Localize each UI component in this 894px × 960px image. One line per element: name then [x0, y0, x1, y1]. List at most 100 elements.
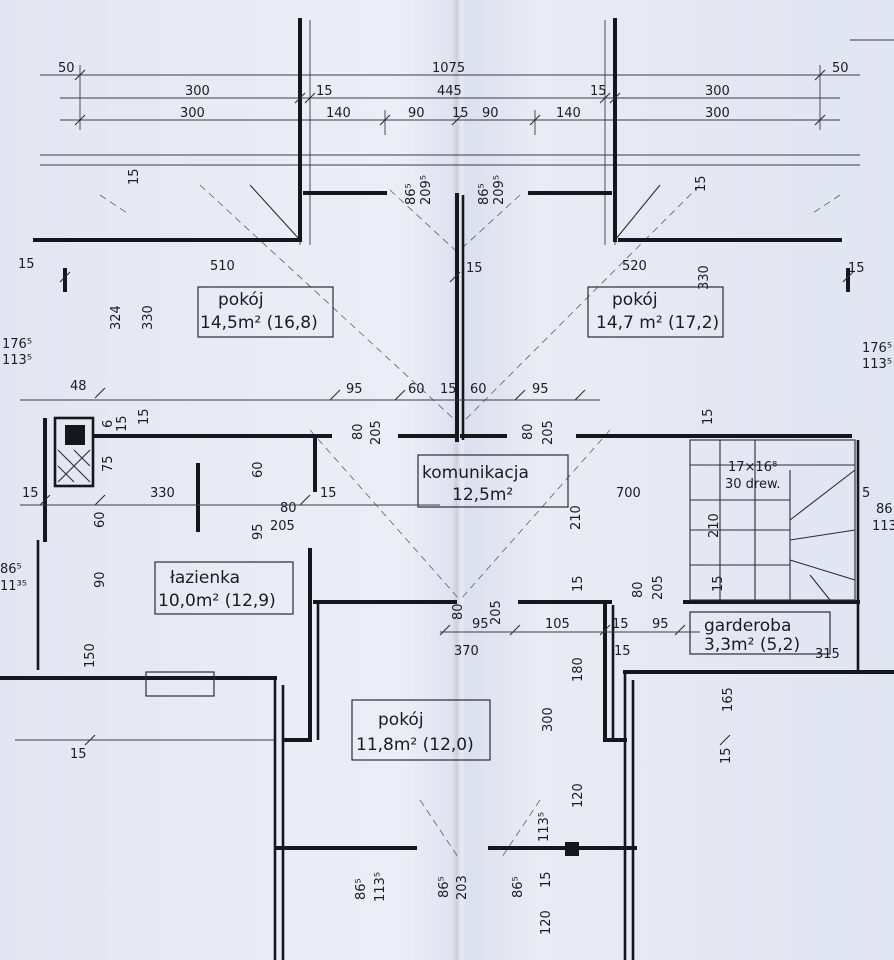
dimension: 6	[101, 420, 116, 428]
dimension: 105	[545, 617, 570, 632]
stairs-label: 17×16⁸	[728, 460, 777, 475]
dimension: 80	[631, 581, 646, 598]
dimension: 15	[539, 871, 554, 888]
dimension: 86⁵	[511, 876, 526, 898]
dimension: 210	[569, 505, 584, 530]
dimension: 60	[93, 511, 108, 528]
dimension: 95	[346, 382, 363, 397]
dimension: 113⁵	[537, 812, 552, 842]
dimension: 15	[694, 175, 709, 192]
room-area: 10,0m² (12,9)	[158, 591, 276, 611]
room-name: pokój	[612, 290, 658, 310]
dimension: 210	[707, 513, 722, 538]
dimension: 140	[326, 106, 351, 121]
dimension: 95	[251, 523, 266, 540]
room-area: 3,3m² (5,2)	[704, 635, 800, 655]
dimension: 75	[101, 455, 116, 472]
dimension: 90	[482, 106, 499, 121]
dimension: 120	[539, 910, 554, 935]
dimension: 15	[466, 261, 483, 276]
dimension: 60	[251, 461, 266, 478]
room-name: komunikacja	[422, 463, 529, 483]
dimension: 60	[408, 382, 425, 397]
dimension: 86⁵	[437, 876, 452, 898]
dimension: 86⁵	[0, 562, 22, 577]
dimension: 15	[320, 486, 337, 501]
dimension: 80	[280, 501, 297, 516]
room-area: 12,5m²	[452, 485, 513, 505]
dimension: 50	[832, 61, 849, 76]
dimension: 330	[141, 305, 156, 330]
dimension: 15	[571, 575, 586, 592]
dimension: 113⁵	[373, 872, 388, 902]
room-name: garderoba	[704, 616, 791, 636]
dimension: 15	[614, 644, 631, 659]
dimension: 165	[721, 687, 736, 712]
dimension: 95	[472, 617, 489, 632]
staircase	[689, 439, 856, 601]
dimension: 60	[470, 382, 487, 397]
dimension: 330	[697, 265, 712, 290]
dimension: 113⁵	[2, 353, 32, 368]
dimension: 113⁵	[862, 357, 892, 372]
dimension: 15	[22, 486, 39, 501]
dimension: 80	[521, 423, 536, 440]
dimension: 95	[532, 382, 549, 397]
dimension: 510	[210, 259, 235, 274]
dimension: 50	[58, 61, 75, 76]
dimension: 15	[316, 84, 333, 99]
room-name: pokój	[378, 710, 424, 730]
dimension: 15	[719, 747, 734, 764]
dimension: 1075	[432, 61, 465, 76]
dimension: 15	[137, 408, 152, 425]
dimension: 15	[440, 382, 457, 397]
dimension: 15	[452, 106, 469, 121]
dimension: 205	[270, 519, 295, 534]
room-area: 14,5m² (16,8)	[200, 313, 318, 333]
dimension: 140	[556, 106, 581, 121]
dimension: 86⁵	[354, 878, 369, 900]
diagonals	[99, 184, 841, 861]
room-labels: pokój 14,5m² (16,8) pokój 14,7 m² (17,2)…	[158, 290, 800, 755]
dimension: 150	[83, 643, 98, 668]
dimension: 80	[451, 603, 466, 620]
dimension: 205	[369, 420, 384, 445]
dimension: 15	[70, 747, 87, 762]
dimension: 5	[862, 486, 870, 501]
dimension: 90	[408, 106, 425, 121]
dimension: 176⁵	[2, 337, 32, 352]
dimension: 330	[150, 486, 175, 501]
dimension: 120	[571, 783, 586, 808]
dimension: 86	[876, 502, 893, 517]
dimension: 15	[115, 415, 130, 432]
dimension: 315	[815, 647, 840, 662]
top-dimensions	[40, 20, 894, 245]
dimension: 205	[489, 600, 504, 625]
dimension: 11³⁵	[0, 579, 27, 594]
dimension: 90	[93, 571, 108, 588]
dimension: 300	[185, 84, 210, 99]
dimension: 300	[541, 707, 556, 732]
dimension: 15	[701, 408, 716, 425]
dimension: 324	[109, 305, 124, 330]
room-name: pokój	[218, 290, 264, 310]
dimension-labels: 50 1075 50 300 15 445 15 300 300 140 90 …	[0, 61, 894, 935]
dimension: 80	[351, 423, 366, 440]
dimension: 95	[652, 617, 669, 632]
dimension: 15	[612, 617, 629, 632]
dimension: 86⁵	[404, 183, 419, 205]
dimension: 203	[455, 875, 470, 900]
dimension: 180	[571, 657, 586, 682]
dimension-ticks	[15, 69, 854, 746]
dimension: 205	[651, 575, 666, 600]
room-area: 11,8m² (12,0)	[356, 735, 474, 755]
dimension: 205	[541, 420, 556, 445]
dimension: 15	[18, 257, 35, 272]
dimension: 48	[70, 379, 87, 394]
dimension: 15	[590, 84, 607, 99]
room-label-boxes	[145, 286, 831, 761]
dimension: 370	[454, 644, 479, 659]
dimension: 176⁵	[862, 341, 892, 356]
